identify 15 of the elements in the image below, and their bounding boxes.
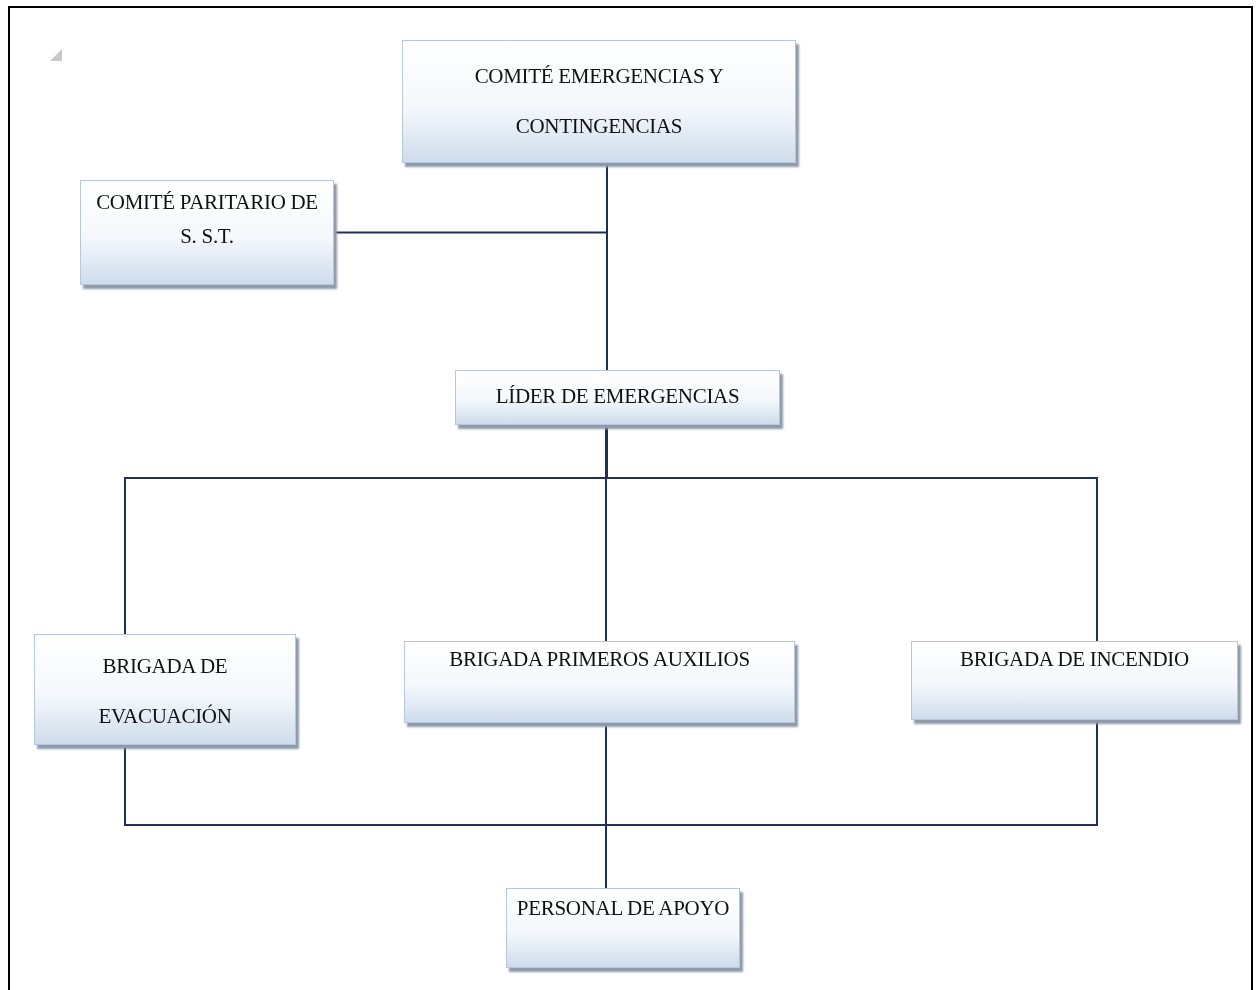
box-label: COMITÉ EMERGENCIAS Y CONTINGENCIAS — [473, 63, 725, 140]
box-label: BRIGADA PRIMEROS AUXILIOS — [449, 646, 750, 673]
org-box — [80, 180, 334, 285]
org-box — [34, 634, 296, 745]
org-box — [506, 888, 740, 968]
org-box — [402, 40, 796, 163]
box-label: PERSONAL DE APOYO — [516, 895, 730, 922]
connector-line — [605, 424, 607, 642]
org-box — [455, 370, 780, 425]
box-label: BRIGADA DE INCENDIO — [960, 646, 1189, 673]
box-label: BRIGADA DE EVACUACIÓN — [97, 653, 233, 730]
box-label: COMITÉ PARITARIO DE S. S.T. — [95, 189, 319, 250]
box-label: LÍDER DE EMERGENCIAS — [495, 383, 740, 410]
org-box — [404, 641, 795, 723]
org-box — [911, 641, 1238, 720]
